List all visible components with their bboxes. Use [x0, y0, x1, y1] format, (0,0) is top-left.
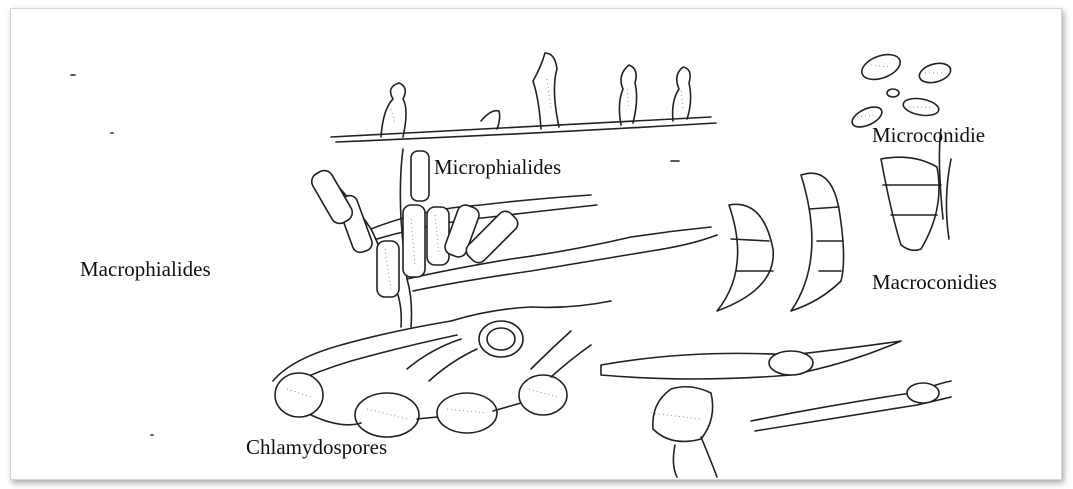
- label-macrophialides: Macrophialides: [80, 259, 211, 280]
- microconidie-drawing: [849, 50, 953, 131]
- label-microphialides: Microphialides: [434, 157, 561, 178]
- specks: [71, 75, 679, 435]
- label-chlamydospores: Chlamydospores: [246, 437, 387, 458]
- microphialides-drawing: [331, 53, 716, 142]
- fungal-structures-drawing: [11, 9, 1061, 479]
- label-microconidie: Microconidie: [872, 125, 985, 146]
- label-macroconidies: Macroconidies: [872, 272, 997, 293]
- figure-frame: Microphialides Microconidie Macrophialid…: [10, 8, 1062, 480]
